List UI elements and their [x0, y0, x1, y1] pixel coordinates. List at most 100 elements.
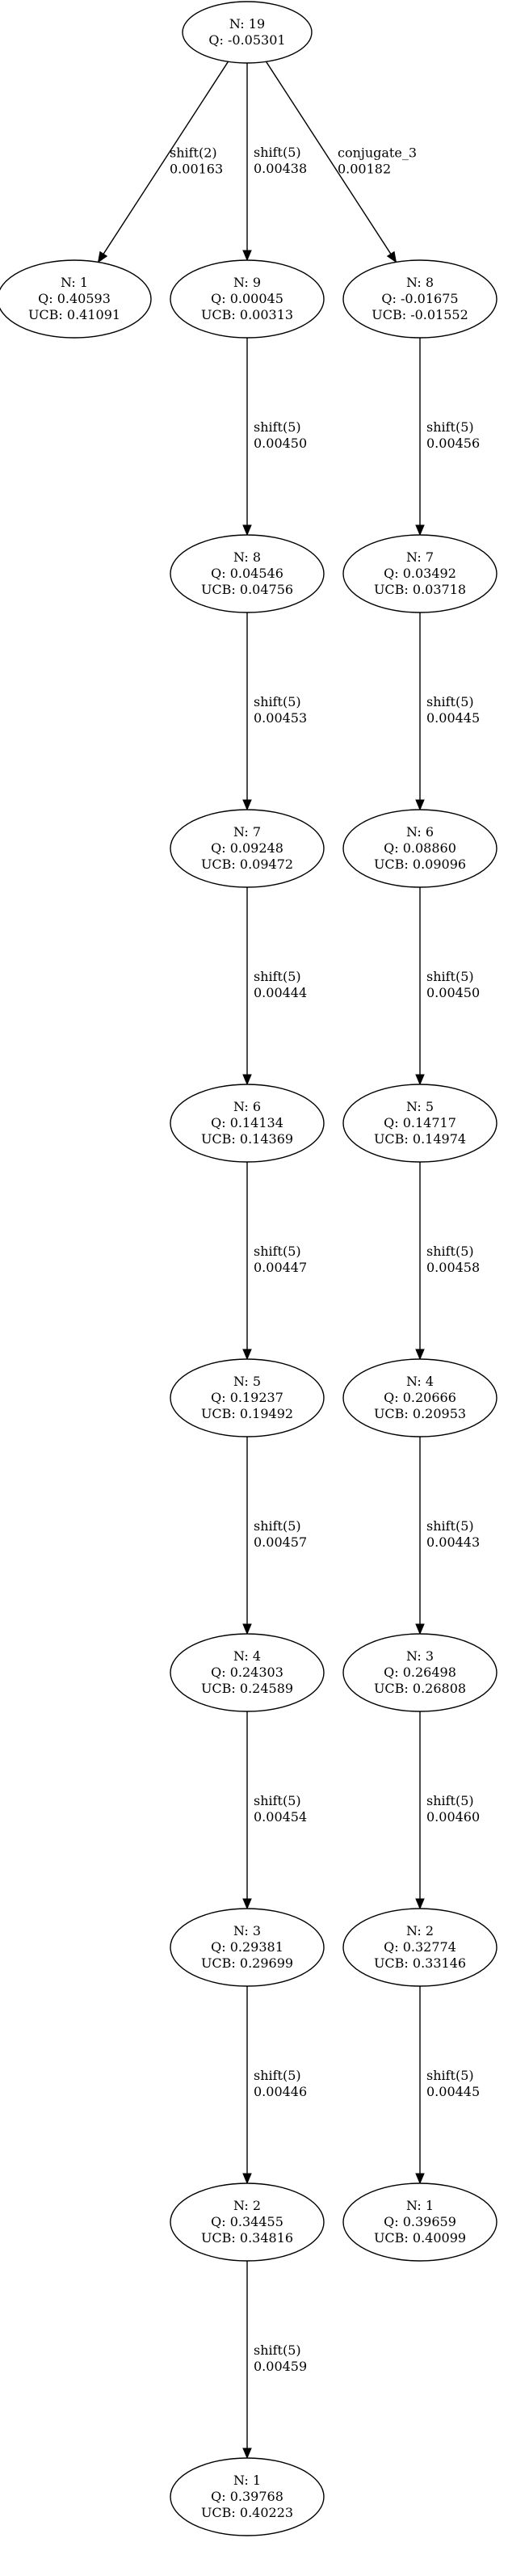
edge-label: 0.00460 [426, 1809, 480, 1825]
node-label: N: 5 [406, 1099, 434, 1114]
edge-b1-b2: shift(5)0.00450 [242, 338, 307, 537]
node-label: N: 1 [233, 2473, 261, 2488]
edge-line [103, 61, 229, 255]
edge-root-a: shift(2)0.00163 [97, 61, 229, 263]
node-label: UCB: 0.20953 [374, 1406, 466, 1421]
edge-label: 0.00453 [254, 710, 307, 726]
edge-label: 0.00447 [254, 1260, 307, 1275]
node-label: UCB: 0.04756 [201, 582, 293, 597]
node-label: N: 1 [61, 275, 88, 290]
arrowhead-icon [415, 1623, 425, 1635]
edge-label: 0.00454 [254, 1809, 307, 1825]
node-label: UCB: 0.19492 [201, 1406, 293, 1421]
arrowhead-icon [97, 250, 108, 263]
node-ellipse [342, 1358, 498, 1437]
node-ellipse [342, 809, 498, 888]
node-label: UCB: 0.14974 [374, 1131, 466, 1147]
edge-label: shift(2) [170, 145, 217, 160]
node-ellipse [170, 1908, 325, 1987]
node-label: Q: 0.14717 [384, 1115, 456, 1130]
arrowhead-icon [415, 2173, 425, 2185]
arrowhead-icon [386, 250, 397, 263]
node-label: Q: 0.03492 [384, 566, 456, 581]
arrowhead-icon [242, 2448, 252, 2460]
edge-b4-b5: shift(5)0.00447 [242, 1162, 307, 1361]
node-label: N: 19 [229, 16, 265, 32]
node-label: Q: 0.19237 [211, 1390, 283, 1405]
edge-c5-c6: shift(5)0.00443 [415, 1437, 480, 1635]
edge-line [265, 61, 392, 255]
node-ellipse [0, 259, 152, 339]
node-label: N: 1 [406, 2198, 434, 2213]
node-label: Q: 0.00045 [211, 291, 283, 306]
arrowhead-icon [415, 524, 425, 537]
node-label: N: 6 [406, 824, 434, 840]
edge-label: shift(5) [426, 2068, 474, 2083]
node-label: Q: -0.01675 [381, 291, 458, 306]
tree-node-root: N: 19Q: -0.05301 [182, 1, 313, 64]
arrowhead-icon [242, 1074, 252, 1086]
edge-c3-c4: shift(5)0.00450 [415, 887, 480, 1086]
edge-root-b1: shift(5)0.00438 [242, 63, 307, 262]
edge-label: 0.00456 [426, 436, 480, 451]
edge-label: shift(5) [254, 1518, 301, 1534]
edge-label: shift(5) [426, 419, 474, 435]
edge-label: conjugate_3 [338, 145, 417, 160]
arrowhead-icon [242, 1898, 252, 1910]
node-label: Q: 0.24303 [211, 1665, 283, 1680]
node-label: UCB: 0.14369 [201, 1131, 293, 1147]
node-ellipse [170, 259, 325, 339]
node-label: Q: 0.26498 [384, 1665, 456, 1680]
node-ellipse [170, 1358, 325, 1437]
edge-b8-b9: shift(5)0.00459 [242, 2261, 307, 2460]
node-label: UCB: 0.03718 [374, 582, 466, 597]
node-label: UCB: 0.33146 [374, 1955, 466, 1971]
node-label: UCB: 0.29699 [201, 1955, 293, 1971]
node-label: Q: 0.20666 [384, 1390, 456, 1405]
edge-b3-b4: shift(5)0.00444 [242, 887, 307, 1086]
edge-label: 0.00444 [254, 985, 307, 1000]
node-ellipse [170, 2182, 325, 2262]
edge-label: 0.00450 [426, 985, 480, 1000]
node-label: UCB: 0.24589 [201, 1681, 293, 1696]
edge-c7-c8: shift(5)0.00445 [415, 1986, 480, 2185]
node-ellipse [170, 534, 325, 613]
node-ellipse [342, 1084, 498, 1163]
node-label: N: 7 [233, 824, 261, 840]
edge-root-c1: conjugate_30.00182 [265, 61, 417, 263]
node-ellipse [170, 809, 325, 888]
node-label: Q: 0.08860 [384, 840, 456, 856]
edge-label: 0.00443 [426, 1534, 480, 1550]
node-label: UCB: -0.01552 [372, 307, 468, 322]
node-label: Q: 0.04546 [211, 566, 283, 581]
node-label: N: 4 [406, 1374, 434, 1389]
node-label: N: 5 [233, 1374, 261, 1389]
node-label: Q: 0.40593 [38, 291, 111, 306]
edge-label: shift(5) [254, 969, 301, 984]
node-ellipse [342, 1633, 498, 1712]
edge-label: 0.00445 [426, 2084, 480, 2099]
node-label: Q: 0.39659 [384, 2214, 456, 2229]
edge-b5-b6: shift(5)0.00457 [242, 1437, 307, 1635]
node-label: N: 7 [406, 549, 434, 565]
arrowhead-icon [415, 799, 425, 811]
node-label: N: 2 [406, 1923, 434, 1938]
node-label: UCB: 0.34816 [201, 2230, 293, 2246]
node-label: UCB: 0.26808 [374, 1681, 466, 1696]
edge-label: 0.00457 [254, 1534, 307, 1550]
node-label: N: 3 [406, 1648, 434, 1664]
edge-label: 0.00438 [254, 161, 307, 176]
edge-label: shift(5) [254, 419, 301, 435]
arrowhead-icon [242, 524, 252, 537]
node-ellipse [170, 1084, 325, 1163]
node-label: UCB: 0.09096 [374, 857, 466, 872]
node-label: N: 3 [233, 1923, 261, 1938]
node-label: Q: 0.29381 [211, 1939, 283, 1955]
